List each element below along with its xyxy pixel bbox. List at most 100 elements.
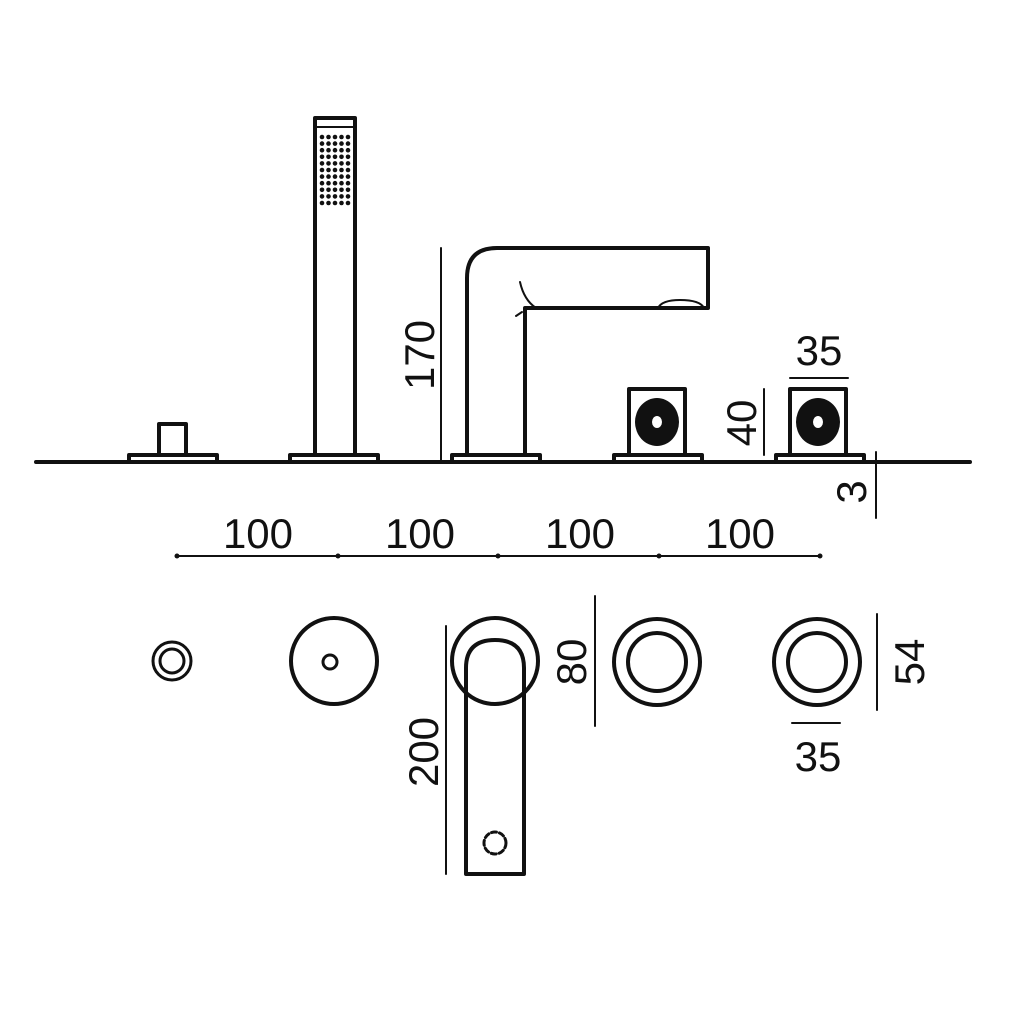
- nozzle-dot: [345, 167, 351, 173]
- nozzle-dot: [319, 187, 325, 193]
- spacing-dimensions: 100 100 100 100: [174, 510, 823, 559]
- nozzle-dot: [332, 154, 338, 160]
- nozzle-dot: [319, 154, 325, 160]
- nozzle-dot: [339, 154, 344, 160]
- spacing-tick: [174, 553, 180, 559]
- spout-bend-line: [519, 281, 537, 309]
- dimension-label: 40: [718, 400, 765, 447]
- nozzle-dot: [319, 167, 325, 173]
- dimension-spout-base: 80: [548, 595, 596, 727]
- nozzle-dot: [345, 194, 351, 199]
- nozzle-dot: [319, 147, 325, 153]
- nozzle-dot: [332, 147, 338, 153]
- nozzle-dot: [345, 161, 351, 166]
- nozzle-dot: [339, 134, 344, 140]
- diverter-knob: [157, 422, 188, 457]
- handle-plan-right: [772, 617, 862, 707]
- handle-plan-left: [612, 617, 702, 707]
- nozzle-dot: [319, 134, 325, 140]
- spacing-label: 100: [545, 510, 615, 557]
- spout-aerator: [657, 298, 705, 309]
- handle-knob: [626, 631, 688, 693]
- nozzle-dot: [326, 147, 331, 153]
- nozzle-dot: [345, 147, 351, 153]
- nozzle-dot: [326, 167, 331, 173]
- spout-detail-mark: [515, 311, 523, 317]
- dimension-spout-reach: 200: [400, 625, 447, 875]
- nozzle-dot: [326, 161, 331, 166]
- diverter-elevation: [127, 422, 219, 464]
- nozzle-dot: [332, 180, 338, 186]
- spacing-label: 100: [223, 510, 293, 557]
- nozzle-dot: [319, 180, 325, 186]
- nozzle-dot: [319, 161, 325, 166]
- nozzle-dot: [339, 174, 344, 179]
- nozzle-dot: [332, 187, 338, 193]
- handle-body: [627, 387, 687, 457]
- nozzle-dot: [326, 141, 331, 146]
- handle-body: [788, 387, 848, 457]
- handle-rosette: [772, 617, 862, 707]
- hand-shower-elevation: [288, 116, 380, 464]
- nozzle-dot: [319, 174, 325, 179]
- dimension-handle-width-plan: 35: [791, 722, 842, 780]
- hand-shower-body: [313, 116, 357, 457]
- diverter-plan: [151, 640, 193, 682]
- nozzle-dot: [319, 141, 325, 146]
- hand-shower-nozzles: [319, 134, 351, 206]
- plan-view: 80 200 54 35: [151, 595, 933, 876]
- nozzle-dot: [326, 187, 331, 193]
- elevation-view: 170 40 35 3: [34, 116, 972, 519]
- spout-rosette: [450, 616, 540, 706]
- nozzle-dot: [332, 167, 338, 173]
- nozzle-dot: [332, 194, 338, 199]
- spout-body: [465, 246, 710, 457]
- dimension-deck-thickness: 3: [828, 451, 877, 519]
- dimension-label: 35: [795, 733, 842, 780]
- dimension-label: 170: [396, 320, 443, 390]
- spout-outlet: [482, 830, 508, 856]
- handle-knob: [786, 631, 848, 693]
- handle-elevation-left: [612, 387, 704, 464]
- spacing-tick: [335, 553, 341, 559]
- dimension-handle-width-elevation: 35: [789, 327, 849, 379]
- spacing-tick: [495, 553, 501, 559]
- handle-rosette: [612, 617, 702, 707]
- nozzle-dot: [319, 194, 325, 199]
- nozzle-dot: [326, 194, 331, 199]
- nozzle-dot: [345, 174, 351, 179]
- dimension-spout-height: 170: [396, 247, 443, 463]
- nozzle-dot: [345, 141, 351, 146]
- spout-elevation: [450, 246, 710, 464]
- handle-lever-hole: [652, 416, 662, 428]
- diverter-inner-ring: [158, 647, 186, 675]
- nozzle-dot: [326, 174, 331, 179]
- nozzle-dot: [339, 161, 344, 166]
- nozzle-dot: [345, 200, 351, 206]
- nozzle-dot: [326, 154, 331, 160]
- nozzle-dot: [339, 167, 344, 173]
- spacing-label: 100: [705, 510, 775, 557]
- nozzle-dot: [332, 174, 338, 179]
- dimension-label: 54: [886, 639, 933, 686]
- hand-shower-plan: [289, 616, 379, 706]
- dimension-handle-height: 40: [718, 388, 765, 456]
- hand-shower-hole: [321, 653, 339, 671]
- nozzle-dot: [345, 134, 351, 140]
- nozzle-dot: [332, 200, 338, 206]
- dimension-label: 3: [828, 480, 875, 503]
- nozzle-dot: [339, 200, 344, 206]
- hand-shower-rosette: [289, 616, 379, 706]
- dimension-label: 200: [400, 717, 447, 787]
- nozzle-dot: [339, 180, 344, 186]
- nozzle-dot: [326, 200, 331, 206]
- nozzle-dot: [345, 180, 351, 186]
- nozzle-dot: [326, 180, 331, 186]
- nozzle-dot: [339, 194, 344, 199]
- diverter-outer-ring: [151, 640, 193, 682]
- nozzle-dot: [345, 154, 351, 160]
- nozzle-dot: [332, 141, 338, 146]
- spacing-label: 100: [385, 510, 455, 557]
- spout-plan: [450, 616, 540, 876]
- nozzle-dot: [326, 134, 331, 140]
